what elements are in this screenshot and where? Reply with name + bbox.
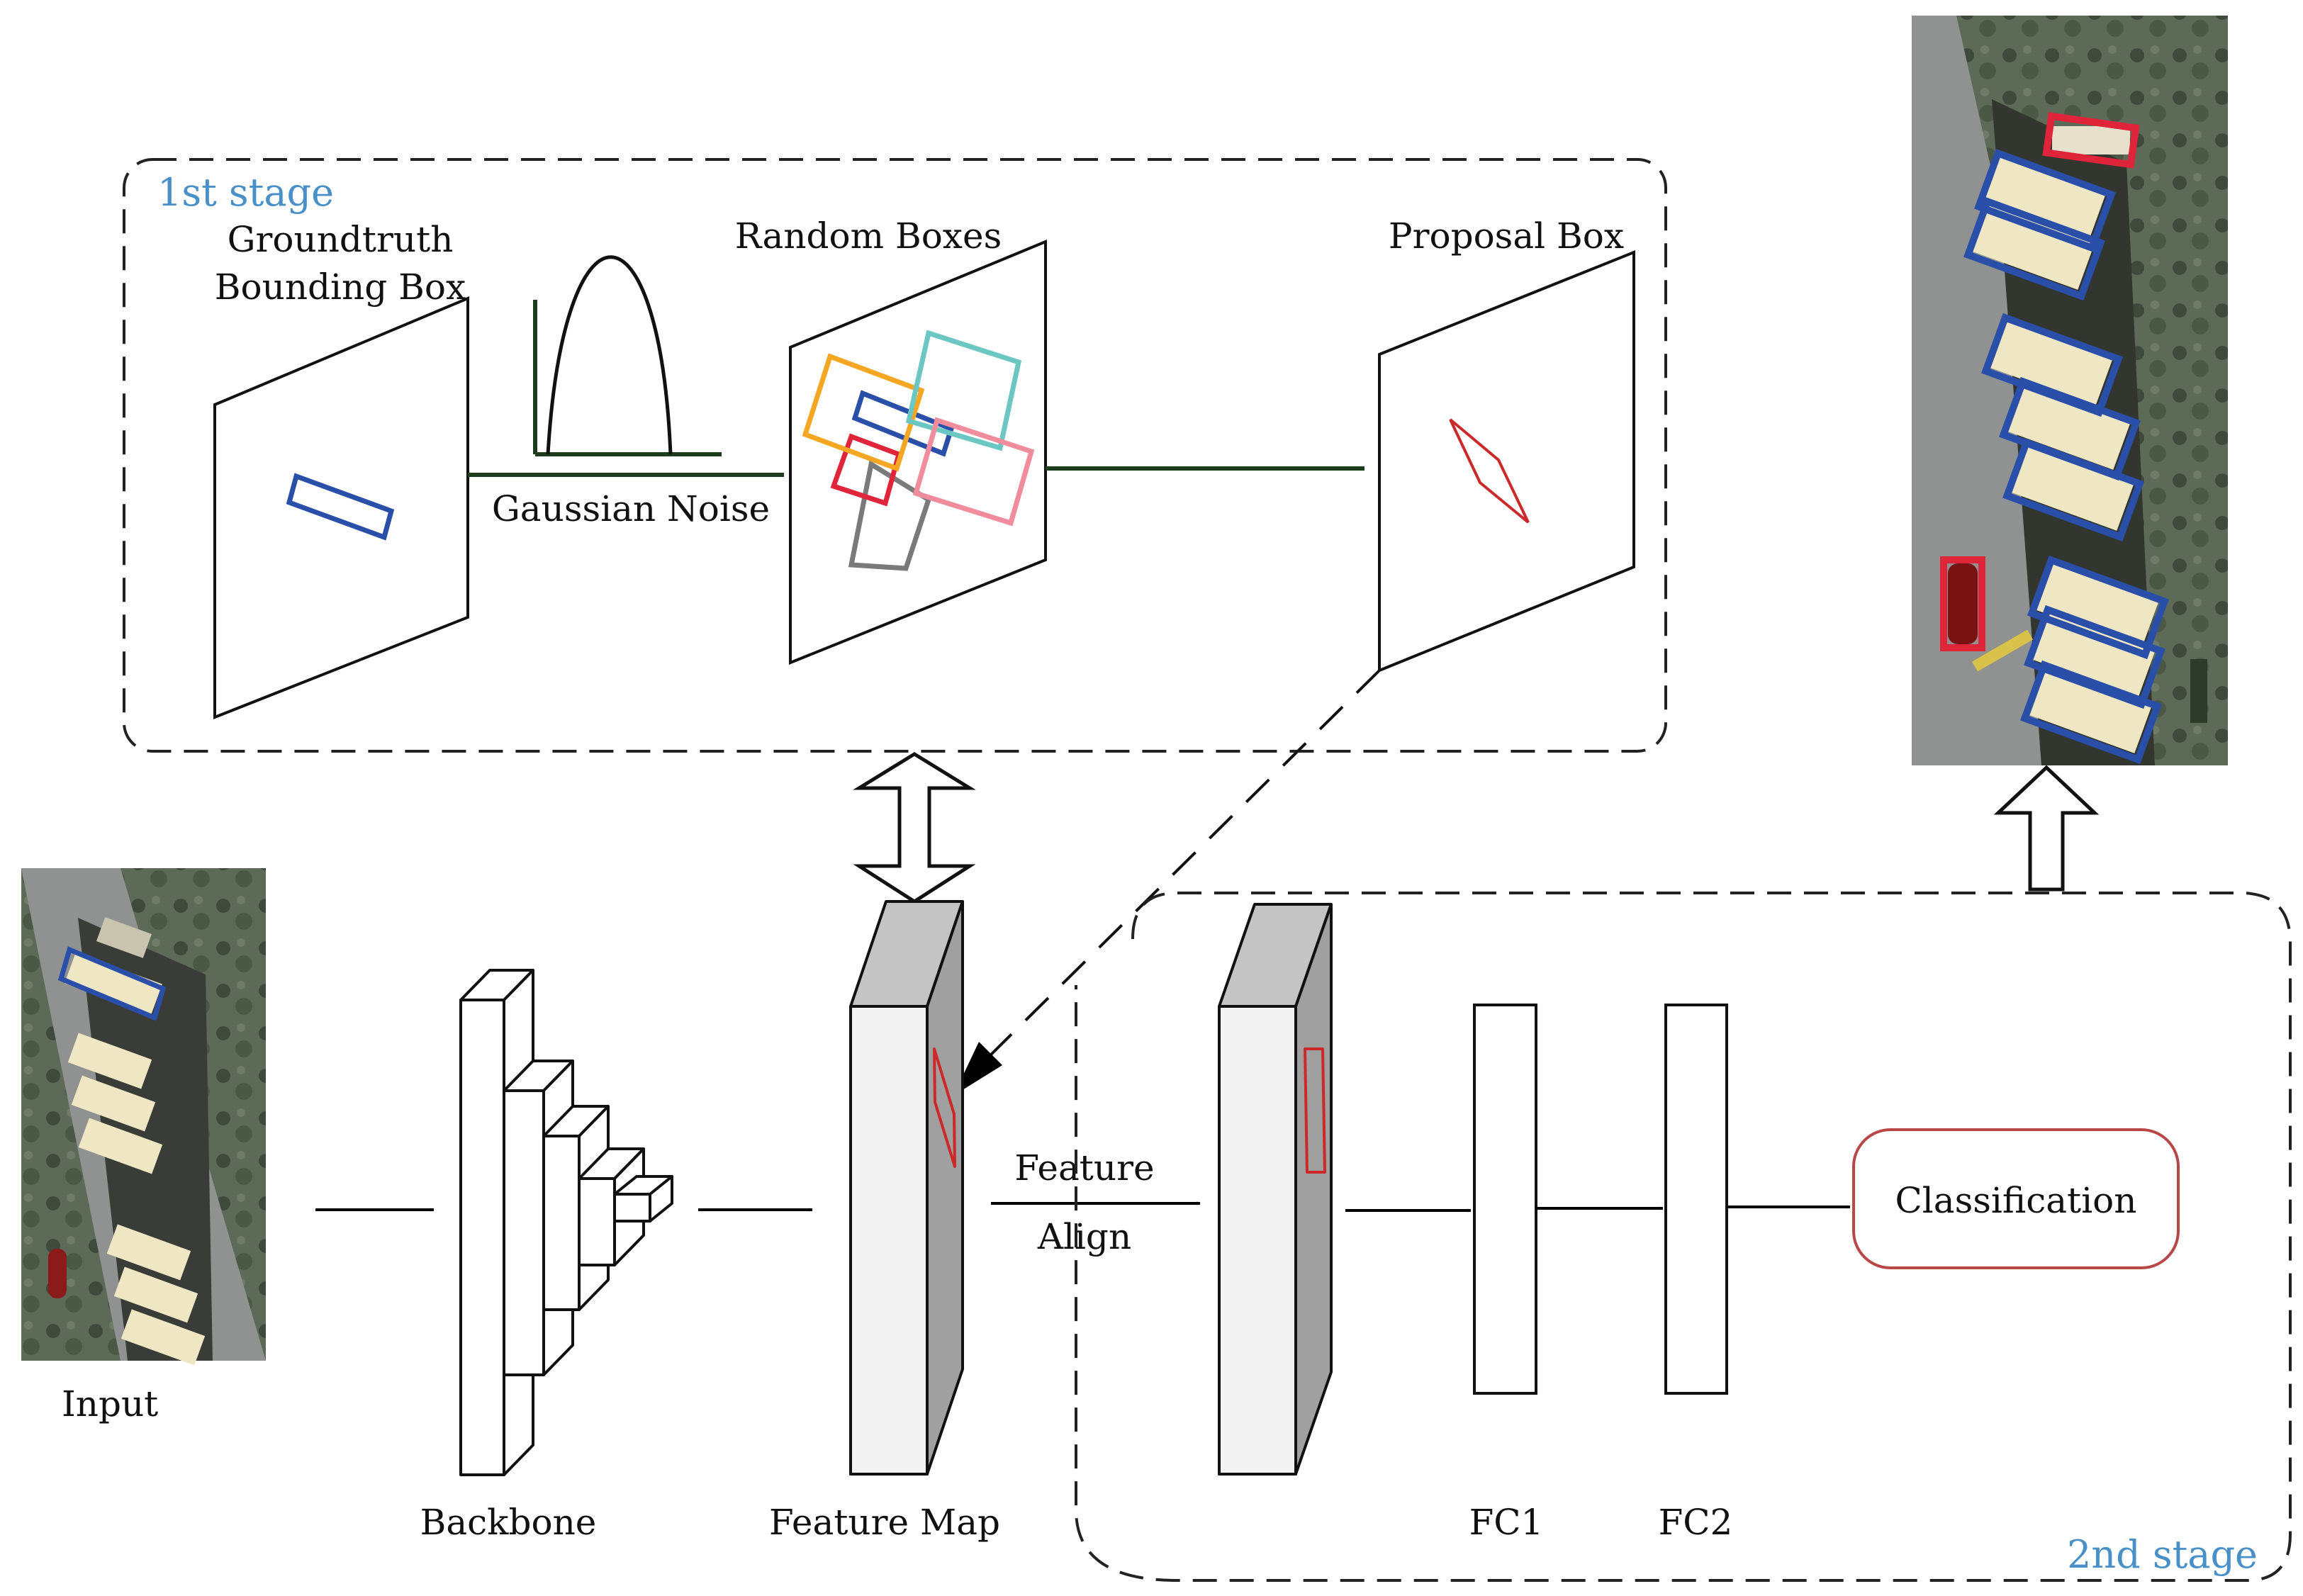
- gaussian-noise-label: Gaussian Noise: [492, 488, 770, 529]
- random-box-pink: [912, 417, 1035, 527]
- aligned-feature-block: [1218, 903, 1333, 1476]
- aligned-feature-roi: [1304, 1047, 1326, 1174]
- output-red-box-top: [2042, 112, 2140, 169]
- input-gt-box: [57, 946, 167, 1021]
- random-box-gray: [848, 460, 932, 571]
- feature-map-roi: [933, 1047, 956, 1168]
- output-up-arrow: [1993, 765, 2100, 892]
- output-image: [1912, 16, 2228, 765]
- groundtruth-plane: [213, 296, 469, 719]
- random-boxes-title: Random Boxes: [735, 215, 1002, 257]
- input-image: [21, 868, 266, 1366]
- stage1-label: 1st stage: [157, 170, 334, 215]
- feature-map-label: Feature Map: [769, 1502, 1000, 1543]
- proposal-box: [1449, 418, 1530, 524]
- random-box-blue: [851, 390, 955, 457]
- random-box-red: [830, 433, 902, 507]
- classification-label: Classification: [1895, 1180, 2137, 1221]
- groundtruth-panel: Groundtruth Bounding Box: [213, 219, 469, 719]
- feature-align-label-line1: Feature: [1014, 1147, 1154, 1188]
- groundtruth-title-line1: Groundtruth: [228, 219, 454, 260]
- proposal-to-featuremap-arrowhead: [953, 1042, 1002, 1096]
- stage1-dashed-box: [123, 158, 1667, 753]
- random-box-orange: [802, 353, 925, 472]
- random-boxes-panel: Random Boxes: [735, 215, 1047, 665]
- stage2-label: 2nd stage: [2067, 1532, 2258, 1577]
- fc1-label: FC1: [1469, 1502, 1544, 1543]
- stage2-dashed-box: [1075, 892, 2292, 1582]
- groundtruth-title-line2: Bounding Box: [215, 266, 466, 308]
- fc2-label: FC2: [1659, 1502, 1733, 1543]
- stage2-region: 2nd stage FC1 FC2 Classification: [1075, 892, 2292, 1582]
- feature-map-block: [849, 900, 964, 1476]
- input-label: Input: [62, 1383, 158, 1424]
- groundtruth-box: [286, 473, 395, 541]
- gaussian-noise-group: Gaussian Noise: [468, 255, 785, 529]
- feature-align-label-line2: Align: [1037, 1216, 1131, 1257]
- random-boxes-plane: [789, 240, 1047, 665]
- input-group: Input: [21, 868, 266, 1424]
- classification-box: [1852, 1128, 2180, 1269]
- proposal-box-panel: Proposal Box: [1378, 215, 1635, 673]
- stage1-region: 1st stage Groundtruth Bounding Box Gauss…: [123, 158, 1667, 753]
- proposal-box-plane: [1378, 250, 1635, 673]
- gaussian-curve-icon: [533, 255, 722, 456]
- fc2-block: [1664, 1004, 1728, 1395]
- output-red-box-left: [1940, 556, 1985, 651]
- proposal-box-title: Proposal Box: [1389, 215, 1624, 257]
- stage1-featuremap-double-arrow: [853, 752, 976, 904]
- proposal-to-featuremap-dashed-line: [987, 669, 1381, 1058]
- backbone-block: [459, 969, 673, 1476]
- fc1-block: [1473, 1004, 1537, 1395]
- random-box-teal: [905, 330, 1022, 451]
- backbone-label: Backbone: [420, 1502, 597, 1543]
